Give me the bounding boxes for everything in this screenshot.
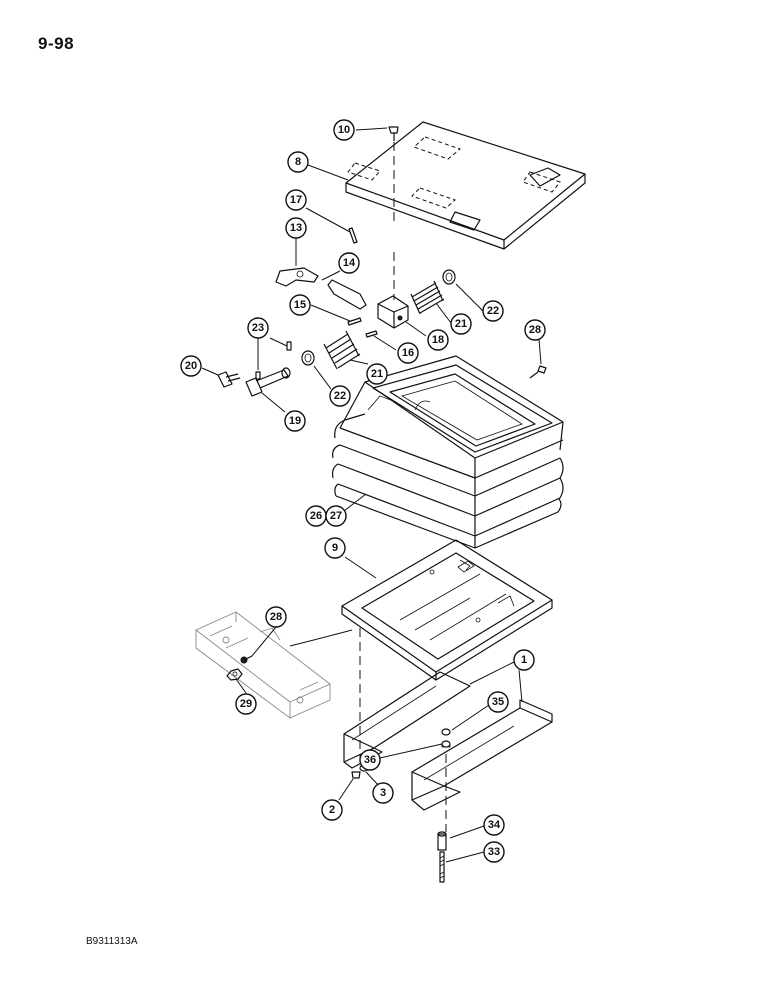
- callout-22-lower: 22: [329, 385, 351, 407]
- callout-28-lower: 28: [265, 606, 287, 628]
- svg-text:35: 35: [492, 696, 504, 708]
- nut-part-36: [441, 740, 451, 748]
- svg-text:8: 8: [295, 156, 301, 168]
- callout-14: 14: [338, 252, 360, 274]
- svg-text:22: 22: [334, 390, 346, 402]
- callout-18: 18: [427, 329, 449, 351]
- lower-frame-part: [341, 539, 553, 681]
- callout-3: 3: [372, 782, 394, 804]
- svg-text:15: 15: [294, 299, 306, 311]
- callout-23: 23: [247, 317, 269, 339]
- screw-part-28-lower: [240, 655, 253, 664]
- screw-part-10: [388, 126, 399, 141]
- callout-9: 9: [324, 537, 346, 559]
- svg-text:10: 10: [338, 124, 350, 136]
- callout-34: 34: [483, 814, 505, 836]
- bellows-boot-part: [331, 355, 564, 549]
- nut-part-29: [226, 668, 243, 681]
- page-number: 9-98: [38, 34, 75, 53]
- callout-13: 13: [285, 217, 307, 239]
- callout-20: 20: [180, 355, 202, 377]
- callout-33: 33: [483, 841, 505, 863]
- svg-text:21: 21: [455, 318, 467, 330]
- svg-text:34: 34: [488, 819, 501, 831]
- svg-text:27: 27: [330, 510, 342, 522]
- seat-pan-part: [345, 121, 586, 250]
- svg-text:21: 21: [371, 368, 383, 380]
- svg-text:19: 19: [289, 415, 301, 427]
- svg-text:36: 36: [364, 754, 376, 766]
- assembly-center-lines: [359, 142, 447, 832]
- callout-1: 1: [513, 649, 535, 671]
- inset-link-arrow: [289, 629, 353, 647]
- callout-19: 19: [284, 410, 306, 432]
- pin-part-17: [348, 227, 358, 244]
- callout-16: 16: [397, 342, 419, 364]
- inset-detail-view: [195, 611, 331, 719]
- lever-part-13: [275, 267, 319, 287]
- svg-text:33: 33: [488, 846, 500, 858]
- svg-text:1: 1: [521, 654, 527, 666]
- callout-21-upper: 21: [450, 313, 472, 335]
- spring-cap-part-22-upper: [442, 269, 456, 285]
- bolt-part-20: [217, 371, 241, 388]
- plate-part-14: [327, 279, 367, 310]
- bolt-part-2: [351, 771, 361, 779]
- svg-text:2: 2: [329, 804, 335, 816]
- svg-text:22: 22: [487, 305, 499, 317]
- svg-text:28: 28: [529, 324, 541, 336]
- callout-leaders: [201, 127, 542, 863]
- spring-part-21-upper: [410, 280, 445, 315]
- callout-22-upper: 22: [482, 300, 504, 322]
- callout-29: 29: [235, 693, 257, 715]
- callout-15: 15: [289, 294, 311, 316]
- washer-part-35: [441, 728, 451, 736]
- stud-part-33: [439, 851, 445, 883]
- svg-text:14: 14: [343, 257, 356, 269]
- screw-part-28-upper: [529, 365, 547, 379]
- svg-text:23: 23: [252, 322, 264, 334]
- figure-code: B9311313A: [86, 936, 138, 947]
- spring-cap-part-22-lower: [301, 350, 315, 366]
- spacer-part-34: [437, 831, 447, 851]
- svg-text:18: 18: [432, 334, 444, 346]
- svg-text:13: 13: [290, 222, 302, 234]
- svg-text:17: 17: [290, 194, 302, 206]
- pin-part-15: [347, 317, 362, 326]
- bracket-part-1-lower: [411, 699, 553, 811]
- svg-text:16: 16: [402, 347, 414, 359]
- callout-28-upper: 28: [524, 319, 546, 341]
- svg-text:9: 9: [332, 542, 338, 554]
- svg-text:29: 29: [240, 698, 252, 710]
- callout-17: 17: [285, 189, 307, 211]
- callout-21-lower: 21: [366, 363, 388, 385]
- callout-27: 27: [325, 505, 347, 527]
- callout-2: 2: [321, 799, 343, 821]
- svg-text:20: 20: [185, 360, 197, 372]
- svg-text:26: 26: [310, 510, 322, 522]
- svg-text:28: 28: [270, 611, 282, 623]
- callout-8: 8: [287, 151, 309, 173]
- callout-10: 10: [333, 119, 355, 141]
- callout-36: 36: [359, 749, 381, 771]
- pin-part-16: [365, 330, 378, 338]
- block-part-18: [377, 295, 409, 329]
- callout-26: 26: [305, 505, 327, 527]
- callout-35: 35: [487, 691, 509, 713]
- handle-part-19: [245, 367, 291, 397]
- svg-text:3: 3: [380, 787, 386, 799]
- callouts: 10 8 17 13 14 22 15 21: [180, 119, 546, 863]
- spring-part-21-lower: [323, 330, 361, 370]
